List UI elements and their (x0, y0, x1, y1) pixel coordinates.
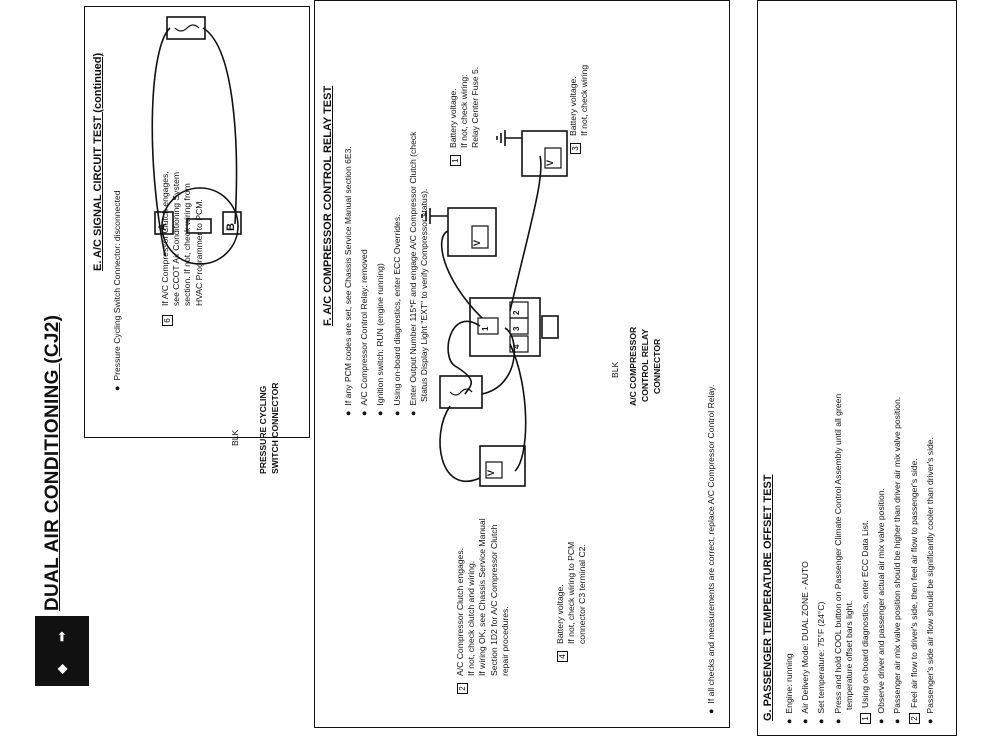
step1-line-2: If not, check wiring: (459, 74, 470, 148)
relay-pin-3 (509, 317, 529, 335)
test-lead-lower (202, 27, 238, 225)
step3-meter (521, 130, 568, 177)
step4-line-3: connector C3 terminal C2. (577, 544, 588, 644)
switch-connector-outline (161, 187, 239, 265)
fuse-symbol-icon (174, 24, 200, 32)
section-e-heading: E. A/C SIGNAL CIRCUIT TEST (continued) (92, 52, 104, 271)
relay-connector-body (469, 297, 541, 357)
connector-pin-a (154, 211, 174, 235)
relay-pin-3-label: 3 (512, 326, 521, 331)
section-f-bullet-4: ●Using on-board diagnostics, enter ECC O… (391, 214, 402, 417)
step2-line-2: If not, check clutch and wiring. (466, 560, 477, 676)
section-g-bullet-2: ●Air Delivery Mode: DUAL ZONE - AUTO (800, 561, 811, 724)
section-e-bullet: ●Pressure Cycling Switch Connector: disc… (112, 190, 122, 391)
relay-color: BLK (610, 361, 620, 378)
lead-pin-to-meter1 (440, 230, 483, 319)
section-f-footer: ●If all checks and measurements are corr… (706, 384, 716, 714)
section-g-bullet-4: ●Press and hold COOL button on Passenger… (832, 393, 843, 724)
step-number-2: 2 (457, 683, 468, 694)
relay-pin-1-label: 1 (481, 326, 490, 331)
step2-line-4: Section 1D2 for A/C Compressor Clutch (488, 524, 499, 676)
relay-pin-1 (477, 317, 499, 335)
section-g-body: ●Engine: running ●Air Delivery Mode: DUA… (784, 394, 936, 724)
section-f-bullet-1: ●If any PCM codes are set, see Chassis S… (343, 146, 353, 416)
section-g-bullet-7: ●Passenger's side air flow should be sig… (924, 437, 935, 724)
section-f-step-1: 1 Battery voltage. If not, check wiring:… (448, 66, 482, 166)
relay-name-3: CONNECTOR (652, 338, 662, 394)
back-arrow-icon[interactable]: ◆ (54, 664, 69, 674)
step-number-6: 6 (162, 315, 173, 326)
relay-latch (541, 315, 559, 339)
section-g-step-2: 2Feel air flow to driver's side, then fe… (908, 394, 920, 724)
step-number-3: 3 (570, 143, 581, 154)
section-g-bullet-3: ●Set temperature: 75°F (24°C) (816, 601, 827, 724)
section-f-bullet-2: ●A/C Compressor Control Relay: removed (359, 249, 370, 416)
section-g-step-1: 1Using on-board diagnostics, enter ECC D… (860, 394, 872, 724)
step4-meter (479, 445, 526, 487)
step1-meter-display (471, 225, 489, 249)
step3-line-1: Battery voltage. (568, 76, 578, 136)
step1-line-1: Battery voltage. (448, 88, 458, 148)
lead-to-fuse-jumper (447, 320, 481, 395)
section-g-heading: G. PASSENGER TEMPERATURE OFFSET TEST (762, 474, 774, 721)
step2-line-1: A/C Compressor Clutch engages. (455, 547, 465, 676)
section-f-heading: F. A/C COMPRESSOR CONTROL RELAY TEST (322, 85, 334, 326)
step1-meter-v: V (472, 239, 482, 246)
lead-pin2-to-meter3 (509, 155, 542, 312)
step3-meter-display (544, 147, 562, 169)
lead-jumper-to-pin (481, 327, 516, 395)
section-g-bullet-1: ●Engine: running (784, 653, 794, 724)
relay-pin-2-label: 2 (512, 310, 521, 315)
step2-line-3: If wiring OK, see Chassis Service Manual (477, 518, 488, 676)
section-e-connector-name-2: SWITCH CONNECTOR (270, 382, 280, 474)
connector-pin-b (222, 211, 242, 235)
fuse-symbol-icon (449, 388, 473, 396)
step-6-line-1: If A/C Compressor Clutch engages, (160, 171, 170, 306)
section-e-step-6: 6 If A/C Compressor Clutch engages, see … (160, 171, 205, 326)
connector-center (186, 218, 212, 234)
fused-jumper (166, 16, 206, 40)
lead-pin4-to-meter4 (509, 343, 527, 472)
section-f-step-2: 2 A/C Compressor Clutch engages. If not,… (455, 518, 511, 694)
step1-meter (447, 207, 497, 257)
step1-ground-icon (421, 208, 431, 224)
section-f-step-4: 4 Battery voltage. If not, check wiring … (555, 541, 589, 662)
section-g-bullet-5: ●Observe driver and passenger actual air… (876, 488, 887, 724)
bullet-text: Pressure Cycling Switch Connector: disco… (112, 190, 122, 381)
step3-meter-v: V (545, 159, 555, 166)
step2-line-5: repair procedures. (499, 606, 510, 676)
nav-block: ◆ ➡ (35, 616, 89, 686)
page-title: DUAL AIR CONDITIONING (CJ2) (42, 314, 63, 611)
forward-arrow-icon[interactable]: ➡ (54, 631, 69, 642)
relay-pin-4-label: 4 (512, 344, 521, 349)
relay-name-2: CONTROL RELAY (640, 328, 650, 402)
step-number-4: 4 (557, 651, 568, 662)
section-e-diagram (151, 16, 242, 265)
step4-meter-display (485, 461, 503, 479)
section-f-diagram (421, 130, 568, 487)
step3-line-2: If not, check wiring (579, 64, 590, 136)
relay-name-1: A/C COMPRESSOR (628, 326, 638, 406)
section-f-bullet-3: ●Ignition switch: RUN (engine running) (375, 263, 386, 416)
step4-line-2: If not, check wiring to PCM (566, 541, 577, 644)
step4-meter-v: V (486, 469, 496, 476)
step-6-line-4: HVAC Programmer to PCM. (193, 199, 204, 306)
section-e-connector-name-1: PRESSURE CYCLING (258, 385, 268, 474)
step-number-1: 1 (450, 155, 461, 166)
section-g-bullet-4b: temperature offset bars light. (843, 600, 854, 710)
section-f-step-3: 3 Battery voltage. If not, check wiring (568, 64, 590, 154)
pin-b-label: B (225, 223, 237, 231)
section-g-bullet-6: ●Passenger air mix valve position should… (892, 396, 903, 724)
test-lead-upper (151, 27, 171, 257)
section-e-color: BLK (230, 429, 240, 446)
step3-ground-icon (496, 130, 506, 146)
step1-line-3: Relay Center Fuse 5. (470, 66, 481, 148)
step-6-line-3: section. If not, check wiring from (182, 183, 193, 306)
fuse-jumper-box (439, 375, 483, 409)
step-6-line-2: see CCOT Air Conditioning System (171, 171, 182, 306)
lead-meter4-loop (439, 405, 481, 482)
step4-line-1: Battery voltage. (555, 584, 565, 644)
